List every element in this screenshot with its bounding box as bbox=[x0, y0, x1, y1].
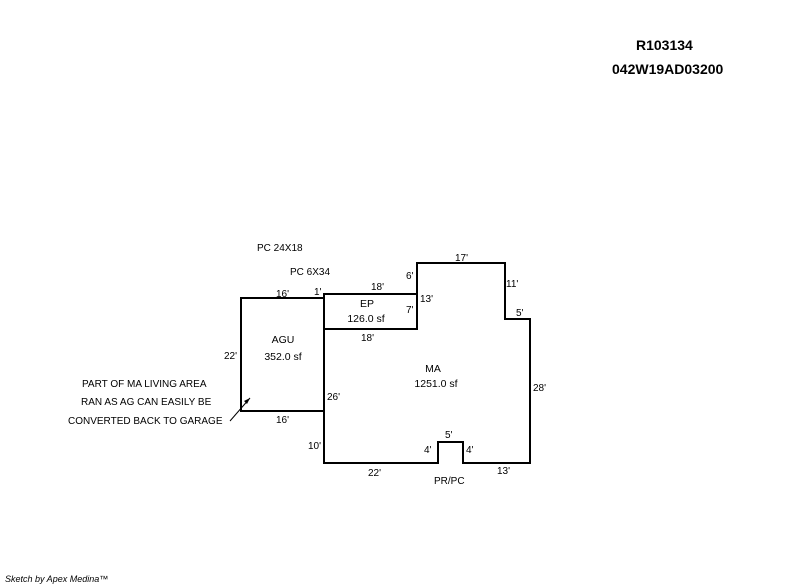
note-line-1: PART OF MA LIVING AREA bbox=[82, 379, 207, 390]
ma-label: MA bbox=[425, 363, 441, 375]
dim-ma-mid-left: 13' bbox=[420, 294, 433, 305]
dim-ep-top: 18' bbox=[371, 282, 384, 293]
dim-ep-right: 7' bbox=[406, 305, 414, 316]
parcel-id: R103134 bbox=[636, 37, 693, 53]
dim-ma-bottom-left: 22' bbox=[368, 468, 381, 479]
dim-agu-top: 16' bbox=[276, 289, 289, 300]
note-pc-24x18: PC 24X18 bbox=[257, 243, 303, 254]
dim-ma-right: 28' bbox=[533, 383, 546, 394]
ma-outline bbox=[323, 262, 531, 464]
dim-porch-right: 4' bbox=[466, 445, 474, 456]
dim-ma-notch-left: 6' bbox=[406, 271, 414, 282]
account-id: 042W19AD03200 bbox=[612, 61, 724, 77]
note-line-2: RAN AS AG CAN EASILY BE bbox=[81, 397, 212, 408]
note-pc-6x34: PC 6X34 bbox=[290, 267, 330, 278]
dim-ma-left: 26' bbox=[327, 392, 340, 403]
dim-ma-top: 17' bbox=[455, 253, 468, 264]
dim-porch-top: 5' bbox=[445, 430, 453, 441]
dim-ma-bottom-right: 13' bbox=[497, 466, 510, 477]
note-leader-arrowhead bbox=[244, 398, 250, 404]
dim-ma-right-upper: 11' bbox=[506, 279, 518, 290]
dim-agu-left: 22' bbox=[224, 351, 237, 362]
dim-ma-left-lower: 10' bbox=[308, 441, 321, 452]
dim-agu-bottom: 16' bbox=[276, 415, 289, 426]
note-pr-pc: PR/PC bbox=[434, 476, 465, 487]
ep-label: EP bbox=[360, 298, 374, 310]
dim-gap-top: 1' bbox=[314, 287, 322, 298]
agu-sf: 352.0 sf bbox=[264, 351, 301, 363]
note-line-3: CONVERTED BACK TO GARAGE bbox=[68, 416, 223, 427]
dim-ep-bottom: 18' bbox=[361, 333, 374, 344]
dim-porch-left: 4' bbox=[424, 445, 432, 456]
ep-outline bbox=[323, 293, 418, 330]
ma-sf: 1251.0 sf bbox=[414, 378, 457, 390]
sketch-credit: Sketch by Apex Medina™ bbox=[5, 574, 109, 584]
agu-label: AGU bbox=[272, 334, 295, 346]
dim-ma-step: 5' bbox=[516, 308, 524, 319]
ep-sf: 126.0 sf bbox=[347, 313, 384, 325]
